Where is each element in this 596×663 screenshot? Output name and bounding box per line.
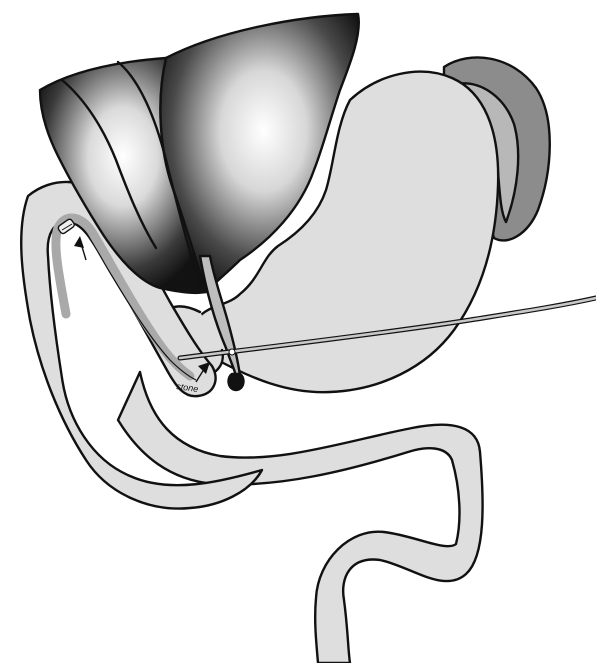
jejunum-icon [118, 372, 483, 663]
arrow-icon [74, 236, 86, 260]
stone-label: stone [176, 381, 199, 394]
